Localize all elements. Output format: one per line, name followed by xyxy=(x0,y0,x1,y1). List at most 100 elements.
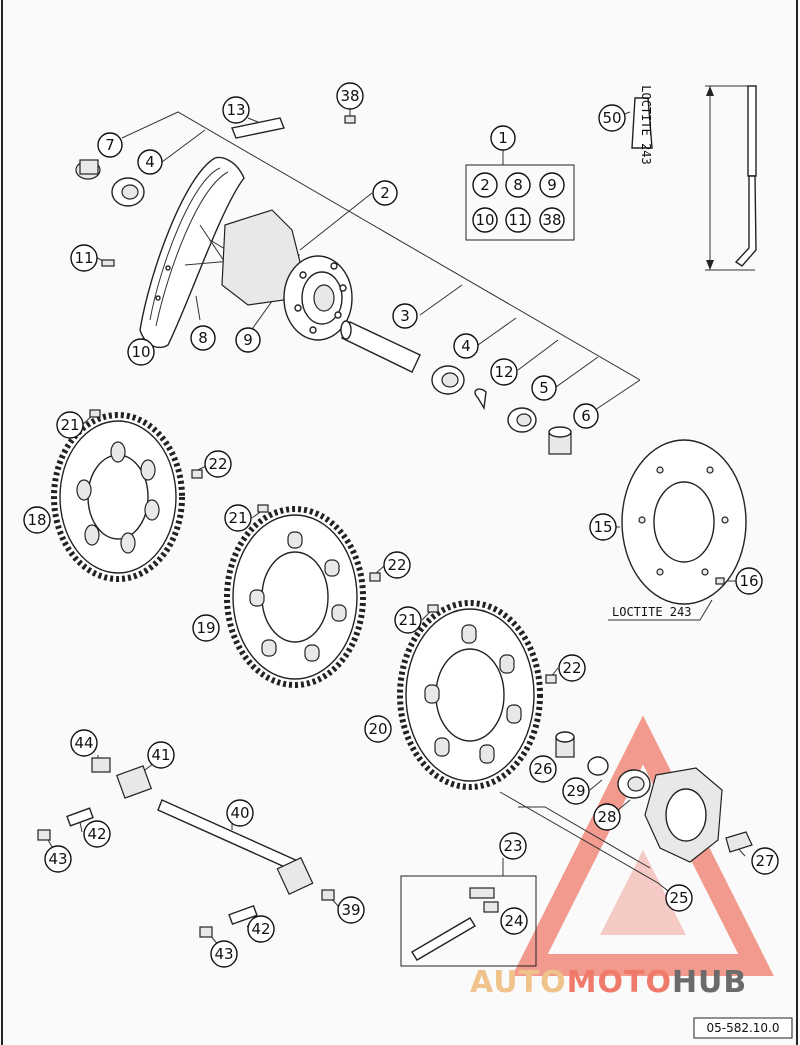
callout-label: 8 xyxy=(198,329,208,347)
callout-label: 18 xyxy=(27,511,46,529)
callout-label: 1 xyxy=(498,129,508,147)
loctite-note: LOCTITE 243 xyxy=(612,605,691,619)
callout-label: 2 xyxy=(380,184,390,202)
callout-bubble: 21 xyxy=(56,411,84,439)
callout-bubble: 10 xyxy=(127,338,155,366)
sprocket-19 xyxy=(224,506,366,688)
kit-item-bubble: 10 xyxy=(472,207,498,233)
tube-label: LOCTITE 243 xyxy=(639,85,653,164)
callout-label: 43 xyxy=(214,945,233,963)
svg-text:AUTOMOTOHUB: AUTOMOTOHUB xyxy=(470,965,747,1000)
kit-item-label: 11 xyxy=(508,211,527,229)
brake-disc-15 xyxy=(621,439,747,605)
kit-box xyxy=(465,164,575,241)
watermark-part3: HUB xyxy=(672,965,747,1000)
callout-bubble: 4 xyxy=(137,149,163,175)
reference-code: 05-582.10.0 xyxy=(706,1021,779,1035)
seal-5 xyxy=(507,407,537,433)
callout-label: 44 xyxy=(74,734,93,752)
callout-label: 28 xyxy=(597,808,616,826)
callout-label: 42 xyxy=(251,920,270,938)
callout-label: 10 xyxy=(131,343,150,361)
callout-bubble: 28 xyxy=(593,803,621,831)
kit-item-label: 38 xyxy=(542,211,561,229)
callout-bubble: 1 xyxy=(490,125,516,151)
chain-kit-box xyxy=(400,875,537,967)
callout-bubble: 13 xyxy=(222,96,250,124)
callout-bubble: 22 xyxy=(383,551,411,579)
bearing-28 xyxy=(617,769,651,799)
spacer-7 xyxy=(75,159,101,180)
bolt-21b xyxy=(257,504,269,513)
kit-item-bubble: 2 xyxy=(472,172,498,198)
callout-bubble: 25 xyxy=(665,884,693,912)
callout-bubble: 18 xyxy=(23,506,51,534)
callout-bubble: 27 xyxy=(751,847,779,875)
sprocket-18 xyxy=(51,412,185,582)
callout-label: 21 xyxy=(398,611,417,629)
callout-bubble: 8 xyxy=(190,325,216,351)
callout-label: 42 xyxy=(87,825,106,843)
kit-item-label: 10 xyxy=(475,211,494,229)
sprocket-20 xyxy=(397,600,543,790)
callout-label: 38 xyxy=(340,87,359,105)
callout-bubble: 5 xyxy=(531,375,557,401)
callout-bubble: 6 xyxy=(573,403,599,429)
axle-40 xyxy=(157,799,314,895)
spring-42b xyxy=(228,904,258,926)
callout-bubble: 26 xyxy=(529,755,557,783)
spring-42a xyxy=(66,807,94,827)
callout-bubble: 3 xyxy=(392,303,418,329)
bearing-4a xyxy=(111,177,145,207)
callout-label: 21 xyxy=(228,509,247,527)
callout-bubble: 44 xyxy=(70,729,98,757)
callout-label: 25 xyxy=(669,889,688,907)
nut-22a xyxy=(191,469,203,479)
screw-16 xyxy=(715,577,725,585)
callout-label: 40 xyxy=(230,804,249,822)
callout-bubble: 39 xyxy=(337,896,365,924)
chain-adjuster-41 xyxy=(115,765,153,799)
spacer-6 xyxy=(548,426,572,455)
callout-label: 3 xyxy=(400,307,410,325)
callout-bubble: 15 xyxy=(589,513,617,541)
reference-box xyxy=(693,1017,793,1039)
watermark-logo: AUTOMOTOHUB xyxy=(470,965,747,1000)
callout-bubble: 7 xyxy=(97,132,123,158)
kit-item-bubble: 9 xyxy=(539,172,565,198)
callout-bubble: 40 xyxy=(226,799,254,827)
spacer-26 xyxy=(555,731,575,758)
callout-label: 39 xyxy=(341,901,360,919)
callout-bubble: 42 xyxy=(83,820,111,848)
chain-24 xyxy=(411,887,499,961)
callout-label: 20 xyxy=(368,720,387,738)
kit-item-bubble: 8 xyxy=(505,172,531,198)
callout-label: 21 xyxy=(60,416,79,434)
kit-item-label: 2 xyxy=(480,176,490,194)
kit-item-label: 9 xyxy=(547,176,557,194)
callout-label: 15 xyxy=(593,518,612,536)
kit-item-bubble: 11 xyxy=(505,207,531,233)
callout-label: 6 xyxy=(581,407,591,425)
callout-bubble: 16 xyxy=(735,567,763,595)
callout-label: 4 xyxy=(461,337,471,355)
valve-cap-38 xyxy=(344,115,356,124)
callout-label: 12 xyxy=(494,363,513,381)
callout-label: 22 xyxy=(387,556,406,574)
kit-item-label: 8 xyxy=(513,176,523,194)
rear-wheel-hub xyxy=(221,209,353,341)
callout-bubble: 38 xyxy=(336,82,364,110)
bearing-4b xyxy=(431,365,465,395)
callout-label: 24 xyxy=(504,912,523,930)
callout-label: 9 xyxy=(243,331,253,349)
nut-43b xyxy=(199,926,213,938)
callout-label: 22 xyxy=(562,659,581,677)
callout-bubble: 2 xyxy=(372,180,398,206)
callout-label: 4 xyxy=(145,153,155,171)
callout-bubble: 22 xyxy=(558,654,586,682)
kit-item-bubble: 38 xyxy=(539,207,565,233)
screw-11 xyxy=(101,259,115,267)
callout-label: 22 xyxy=(208,455,227,473)
watermark-part2: MOTO xyxy=(567,965,672,1000)
